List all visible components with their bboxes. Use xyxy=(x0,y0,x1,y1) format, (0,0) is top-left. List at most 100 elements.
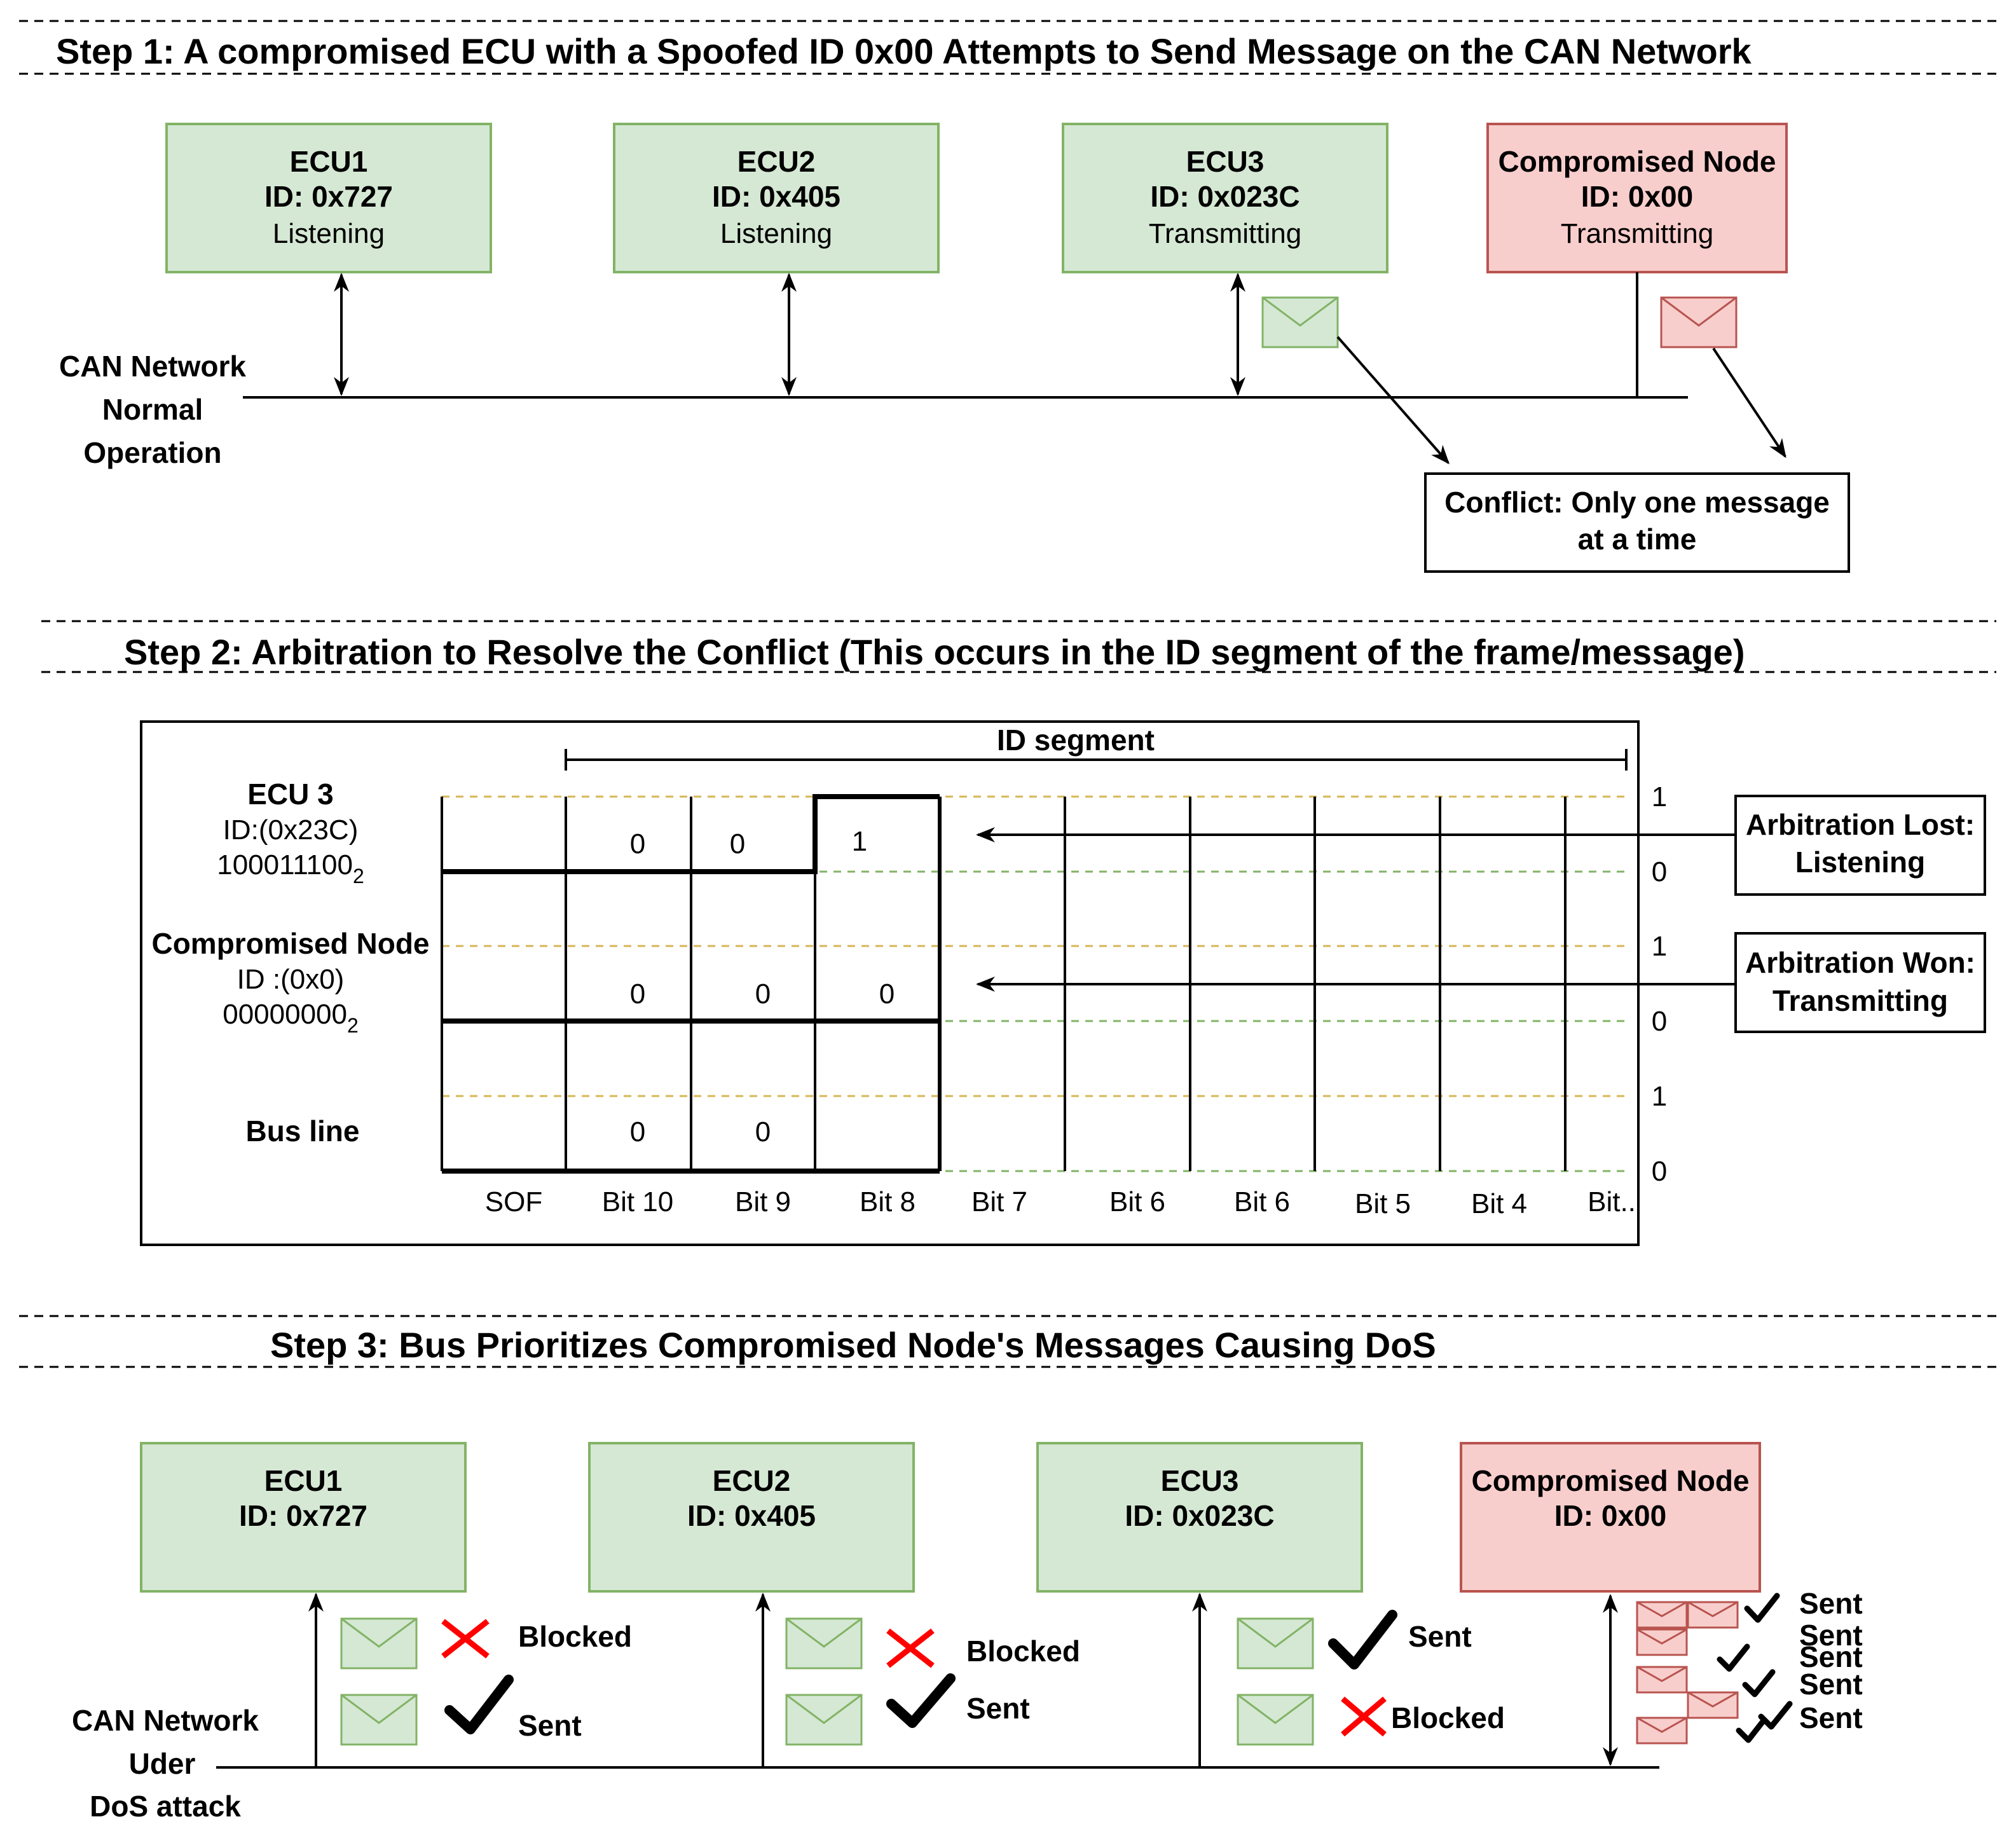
step3-ecu1-node: ECU1 ID: 0x727 xyxy=(140,1442,467,1593)
blocked-x-icon xyxy=(1341,1696,1387,1737)
sent-check-icon xyxy=(1717,1643,1750,1672)
level-label: 1 xyxy=(1652,1081,1667,1112)
node-name: ECU2 xyxy=(737,145,816,178)
column-label: Bit.. xyxy=(1587,1186,1636,1217)
network-label-line: CAN Network xyxy=(59,350,246,383)
compromised-bit-value: 0 xyxy=(879,978,895,1010)
network-label-line: DoS attack xyxy=(90,1790,241,1823)
column-label: Bit 10 xyxy=(602,1186,674,1217)
arbitration-lost-text: Listening xyxy=(1795,846,1925,879)
status-label: Sent xyxy=(1799,1701,1863,1734)
step3-compromised-node: Compromised Node ID: 0x00 xyxy=(1460,1442,1761,1593)
level-label: 0 xyxy=(1652,1156,1667,1187)
sent-check-icons xyxy=(1717,1593,1793,1743)
status-label: Sent xyxy=(1408,1620,1472,1653)
column-label: SOF xyxy=(485,1186,542,1217)
status-label: Blocked xyxy=(518,1620,632,1653)
compromised-bit-value: 0 xyxy=(755,978,771,1010)
node-id: ID: 0x023C xyxy=(1150,180,1299,213)
compromised-row-binary: 000000002 xyxy=(223,999,359,1037)
level-label: 0 xyxy=(1652,856,1667,888)
node-name: ECU1 xyxy=(290,145,368,178)
column-label: Bit 6 xyxy=(1234,1186,1290,1217)
sent-check-icon xyxy=(886,1673,956,1728)
ecu3-waveform xyxy=(442,794,940,874)
step1-section: Step 1: A compromised ECU with a Spoofed… xyxy=(19,20,1996,573)
status-label: Sent xyxy=(1799,1640,1863,1673)
blocked-x-icon xyxy=(441,1619,490,1659)
conflict-text: Conflict: Only one message xyxy=(1444,486,1830,519)
message-envelope-icon xyxy=(340,1694,418,1746)
node-id: ID: 0x00 xyxy=(1581,180,1693,213)
level-label: 1 xyxy=(1652,931,1667,962)
arbitration-won-text: Transmitting xyxy=(1773,984,1948,1017)
compromised-row-name: Compromised Node xyxy=(151,927,429,960)
step1-ecu1-node: ECU1 ID: 0x727 Listening xyxy=(165,123,492,273)
ecu3-row-id: ID:(0x23C) xyxy=(223,814,359,846)
node-name: ECU2 xyxy=(713,1464,791,1497)
sent-check-icon xyxy=(1744,1593,1780,1623)
step1-compromised-node: Compromised Node ID: 0x00 Transmitting xyxy=(1486,123,1788,273)
node-id: ID: 0x727 xyxy=(264,180,393,213)
column-label: Bit 9 xyxy=(735,1186,791,1217)
status-label: Sent xyxy=(1799,1619,1863,1652)
arbitration-lost-text: Arbitration Lost: xyxy=(1746,808,1975,841)
message-envelope-icon xyxy=(1687,1691,1739,1719)
node-name: ECU1 xyxy=(264,1464,343,1497)
message-envelope-icon xyxy=(1636,1666,1688,1694)
step3-section: Step 3: Bus Prioritizes Compromised Node… xyxy=(19,1315,1996,1823)
node-status: Transmitting xyxy=(1561,218,1713,249)
arrow xyxy=(1336,336,1450,465)
node-id: ID: 0x00 xyxy=(1554,1499,1666,1532)
message-envelope-icon xyxy=(785,1694,863,1746)
message-envelope-icon xyxy=(340,1617,418,1670)
message-envelope-icon xyxy=(785,1617,863,1670)
network-label-line: Uder xyxy=(129,1747,196,1780)
sent-check-icon xyxy=(1758,1701,1793,1730)
node-id: ID: 0x727 xyxy=(239,1499,367,1532)
bus-row-name: Bus line xyxy=(246,1114,360,1148)
node-name: ECU3 xyxy=(1186,145,1265,178)
column-label: Bit 7 xyxy=(971,1186,1027,1217)
node-name: ECU3 xyxy=(1161,1464,1239,1497)
conflict-text: at a time xyxy=(1578,523,1697,556)
step1-title: Step 1: A compromised ECU with a Spoofed… xyxy=(56,31,1752,71)
message-envelope-icon xyxy=(1636,1717,1688,1745)
status-label: Blocked xyxy=(966,1635,1080,1668)
message-envelope-icon xyxy=(1660,296,1738,348)
node-status: Transmitting xyxy=(1149,218,1301,249)
message-envelope-icon xyxy=(1237,1617,1314,1670)
node-name: Compromised Node xyxy=(1471,1464,1749,1497)
network-label-line: CAN Network xyxy=(72,1704,259,1737)
step3-ecu2-node: ECU2 ID: 0x405 xyxy=(588,1442,915,1593)
bus-bit-value: 0 xyxy=(630,1116,645,1148)
blocked-x-icon xyxy=(886,1628,935,1668)
column-label: Bit 5 xyxy=(1355,1188,1411,1219)
step3-title: Step 3: Bus Prioritizes Compromised Node… xyxy=(270,1325,1436,1365)
node-status: Listening xyxy=(273,218,385,249)
node-id: ID: 0x405 xyxy=(712,180,840,213)
message-envelope-icon xyxy=(1636,1628,1688,1656)
message-envelope-icon xyxy=(1261,296,1339,348)
message-envelope-icon xyxy=(1237,1694,1314,1746)
step2-section: Step 2: Arbitration to Resolve the Confl… xyxy=(41,620,1996,1246)
ecu3-bit-value: 0 xyxy=(630,828,645,860)
sent-check-icon xyxy=(1328,1610,1397,1670)
column-label: Bit 8 xyxy=(860,1186,915,1217)
arrow xyxy=(1712,347,1786,458)
sent-check-icon xyxy=(1742,1669,1776,1697)
status-label: Sent xyxy=(966,1692,1030,1725)
arbitration-lost-box: Arbitration Lost: Listening xyxy=(1734,795,1986,896)
node-id: ID: 0x023C xyxy=(1125,1499,1274,1532)
step2-title: Step 2: Arbitration to Resolve the Confl… xyxy=(124,632,1745,672)
message-envelope-icon xyxy=(1687,1601,1739,1629)
sent-check-icon xyxy=(1736,1717,1767,1743)
bus-bit-value: 0 xyxy=(755,1116,771,1148)
ecu3-row-binary: 1000111002 xyxy=(217,849,364,888)
status-label: Sent xyxy=(518,1709,582,1742)
step1-ecu3-node: ECU3 ID: 0x023C Transmitting xyxy=(1062,123,1389,273)
level-label: 0 xyxy=(1652,1006,1667,1037)
ecu3-row-name: ECU 3 xyxy=(247,778,333,811)
arbitration-won-box: Arbitration Won: Transmitting xyxy=(1734,932,1986,1033)
